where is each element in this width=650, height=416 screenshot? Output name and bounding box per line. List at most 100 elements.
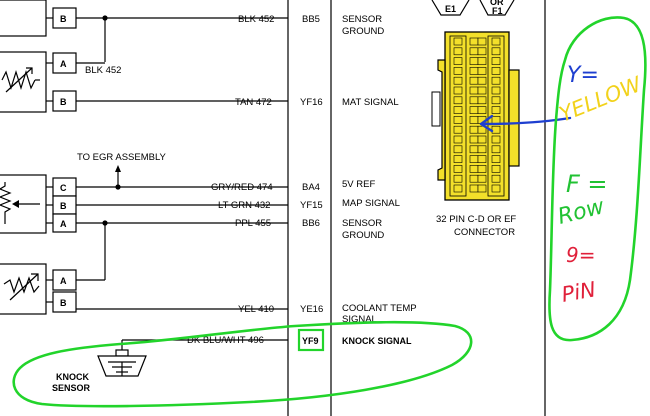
tab-f1 xyxy=(479,0,515,16)
pin-cell xyxy=(491,135,501,144)
connector-pin-grid xyxy=(453,37,501,193)
signal-label: 5V REF xyxy=(342,179,375,190)
pin-cell xyxy=(477,67,487,75)
pin-cell xyxy=(453,37,463,46)
pin-cell xyxy=(469,125,479,134)
pin-cell xyxy=(477,76,487,85)
pin-cell xyxy=(469,76,479,85)
pin-cell xyxy=(477,57,487,65)
egr-arrow-icon xyxy=(115,165,121,172)
note-f-value: Row xyxy=(555,194,607,230)
wire-label: GRY/RED 474 xyxy=(211,182,273,193)
pin-cell xyxy=(491,47,501,56)
pin-cell xyxy=(491,57,501,65)
pin-cell xyxy=(453,184,463,193)
pin-cell xyxy=(491,106,501,114)
potentiometer-icon xyxy=(0,182,12,224)
pin-cell xyxy=(453,155,463,163)
connector-32pin: 32 PIN C-D OR EF CONNECTOR xyxy=(431,31,520,238)
pin-cell xyxy=(477,135,487,144)
pin-cell xyxy=(469,47,479,56)
pin-cell xyxy=(477,165,487,173)
signal-names: SENSOR GROUND MAT SIGNAL 5V REF MAP SIGN… xyxy=(342,14,417,346)
connector-latch xyxy=(431,91,441,127)
green-highlight-annotations xyxy=(548,16,647,342)
knock-sensor-label: KNOCK xyxy=(56,372,89,382)
pin-cell xyxy=(469,165,479,173)
wire-label: YEL 410 xyxy=(238,304,274,315)
tab-label: F1 xyxy=(492,6,503,16)
pin-cell xyxy=(469,155,479,163)
signal-label: COOLANT TEMP xyxy=(342,303,417,314)
pin-cell xyxy=(453,165,463,173)
pin-cell xyxy=(477,145,487,154)
pin-cell xyxy=(469,86,479,95)
signal-label: SENSOR xyxy=(342,14,382,25)
pin-cell xyxy=(453,135,463,144)
signal-label: MAP SIGNAL xyxy=(342,198,400,209)
signal-label: SIGNAL xyxy=(342,314,377,325)
tab-label: OR xyxy=(490,0,504,7)
terminal-label: A xyxy=(60,219,67,229)
sensor-map: TO EGR ASSEMBLY C B A GRY/RED 474 LT GRN… xyxy=(0,152,288,280)
pin-cell xyxy=(477,37,487,46)
knock-sensor-label: SENSOR xyxy=(52,383,91,393)
ecm-pin-column: BB5 YF16 BA4 YF15 BB6 YE16 YF9 xyxy=(297,14,325,352)
pin-cell xyxy=(469,184,479,193)
sensor-mat: BLK 452 A B TAN 472 xyxy=(0,51,288,113)
tab-label: E1 xyxy=(445,4,456,14)
connector-label: CONNECTOR xyxy=(454,227,515,238)
wire-label: DK BLU/WHT 496 xyxy=(187,335,264,346)
egr-label: TO EGR ASSEMBLY xyxy=(77,152,167,163)
knock-sensor: DK BLU/WHT 496 KNOCK SENSOR xyxy=(52,335,288,393)
connector-tabs: E1 OR F1 xyxy=(431,0,515,16)
pin-cell xyxy=(453,67,463,75)
green-highlight-knock xyxy=(12,320,473,408)
wire-label: TAN 472 xyxy=(235,97,272,108)
wire-label: BLK 452 xyxy=(85,65,121,76)
pin-cell xyxy=(491,155,501,163)
note-f-key: F = xyxy=(566,170,608,198)
pin-cell xyxy=(453,116,463,124)
tab-e1 xyxy=(431,0,470,16)
pin-cell xyxy=(491,96,501,105)
pin-bb6: BB6 xyxy=(302,218,320,229)
terminal-label: B xyxy=(60,97,67,107)
note-nine-value: PiN xyxy=(560,277,598,307)
pin-cell xyxy=(453,47,463,56)
pin-cell xyxy=(453,145,463,154)
pin-cell xyxy=(491,174,501,183)
pin-ba4: BA4 xyxy=(302,182,320,193)
pin-cell xyxy=(491,76,501,85)
pin-cell xyxy=(477,86,487,95)
sensor-body xyxy=(0,0,47,37)
pin-cell xyxy=(469,96,479,105)
sensor-top-partial: B BLK 452 xyxy=(0,0,288,62)
pin-cell xyxy=(491,184,501,193)
pin-cell xyxy=(477,184,487,193)
pin-cell xyxy=(477,47,487,56)
pin-cell xyxy=(453,57,463,65)
pin-cell xyxy=(491,145,501,154)
pin-cell xyxy=(491,37,501,46)
note-nine-key: 9= xyxy=(566,243,595,267)
wire-label: PPL 455 xyxy=(235,218,271,229)
terminal-label: A xyxy=(60,276,67,286)
note-y-key: Y= xyxy=(567,63,599,88)
pin-cell xyxy=(453,106,463,114)
terminal-label: B xyxy=(60,298,67,308)
pin-cell xyxy=(469,174,479,183)
pin-cell xyxy=(469,67,479,75)
terminal-label: B xyxy=(60,14,67,24)
pin-cell xyxy=(469,37,479,46)
wire-label: BLK 452 xyxy=(238,14,274,25)
pin-yf9-highlight xyxy=(297,328,325,352)
signal-label: SENSOR xyxy=(342,218,382,229)
pin-cell xyxy=(453,76,463,85)
pin-cell xyxy=(469,116,479,124)
signal-label: MAT SIGNAL xyxy=(342,97,399,108)
signal-label: GROUND xyxy=(342,230,384,241)
sensor-coolant: A B YEL 410 xyxy=(0,263,288,315)
pin-bb5: BB5 xyxy=(302,14,320,25)
